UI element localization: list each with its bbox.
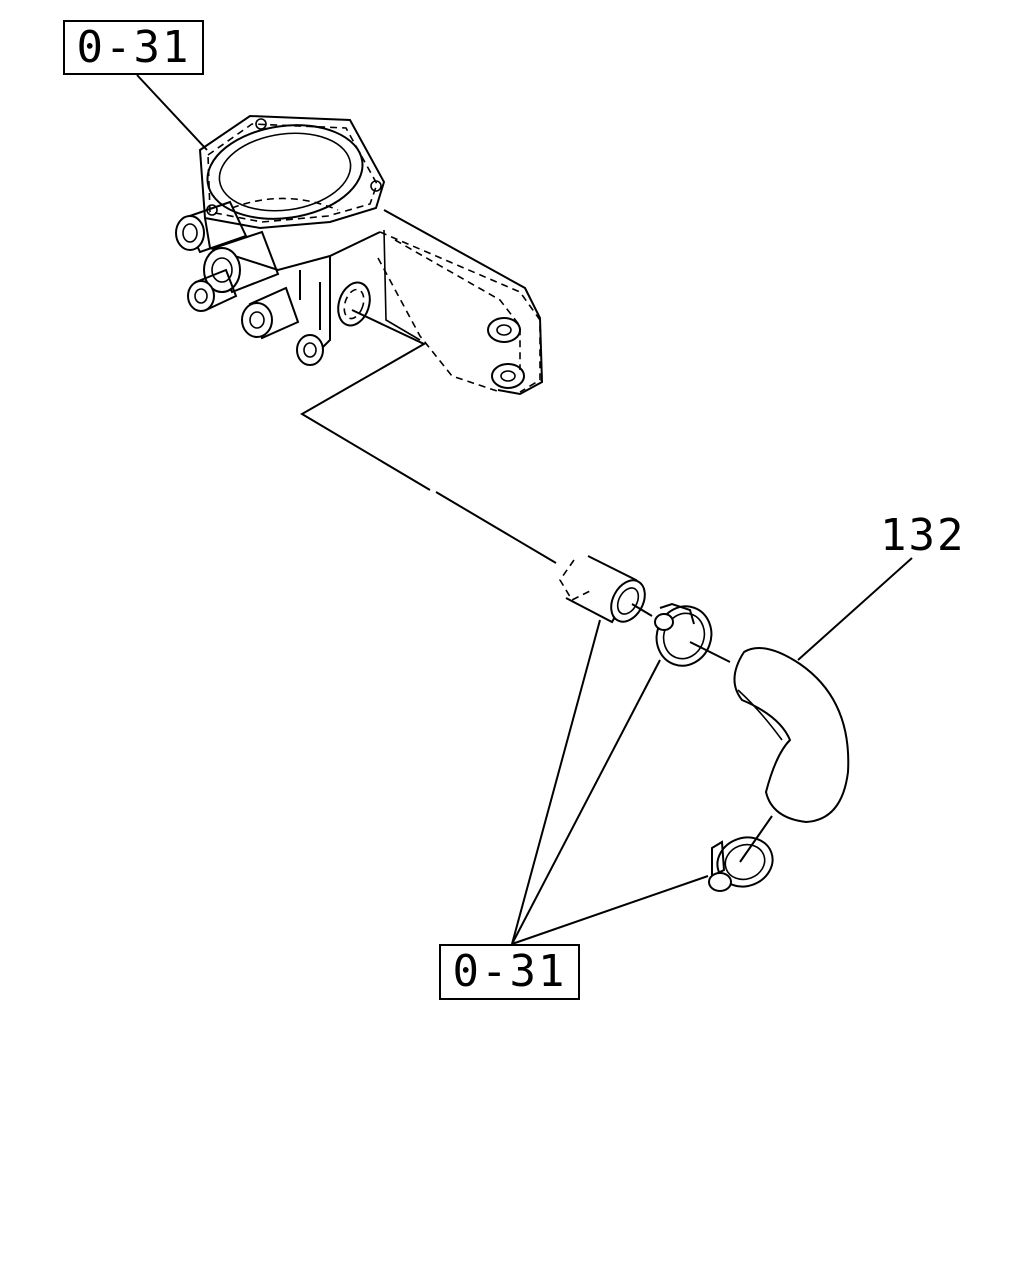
thermostat-housing <box>175 114 544 396</box>
callout-hose-part-no[interactable]: 132 <box>880 510 966 561</box>
hose-elbow <box>733 647 850 863</box>
explode-line <box>300 309 557 564</box>
callout-bottom-ref[interactable]: 0-31 <box>439 944 580 1000</box>
hose-clamp-upper <box>654 602 731 667</box>
boss-lower-left <box>187 268 238 312</box>
callout-bottom-ref-text: 0-31 <box>452 946 567 997</box>
pipe-fitting <box>559 555 653 624</box>
hose-clamp-lower <box>708 836 774 892</box>
leader-lines <box>136 74 913 945</box>
boss-front <box>241 286 300 340</box>
boss-upper-left <box>175 200 248 254</box>
callout-top-ref[interactable]: 0-31 <box>63 20 204 75</box>
boss-mid-left <box>203 230 280 294</box>
boss-bottom <box>296 334 324 366</box>
callout-top-ref-text: 0-31 <box>76 21 191 73</box>
